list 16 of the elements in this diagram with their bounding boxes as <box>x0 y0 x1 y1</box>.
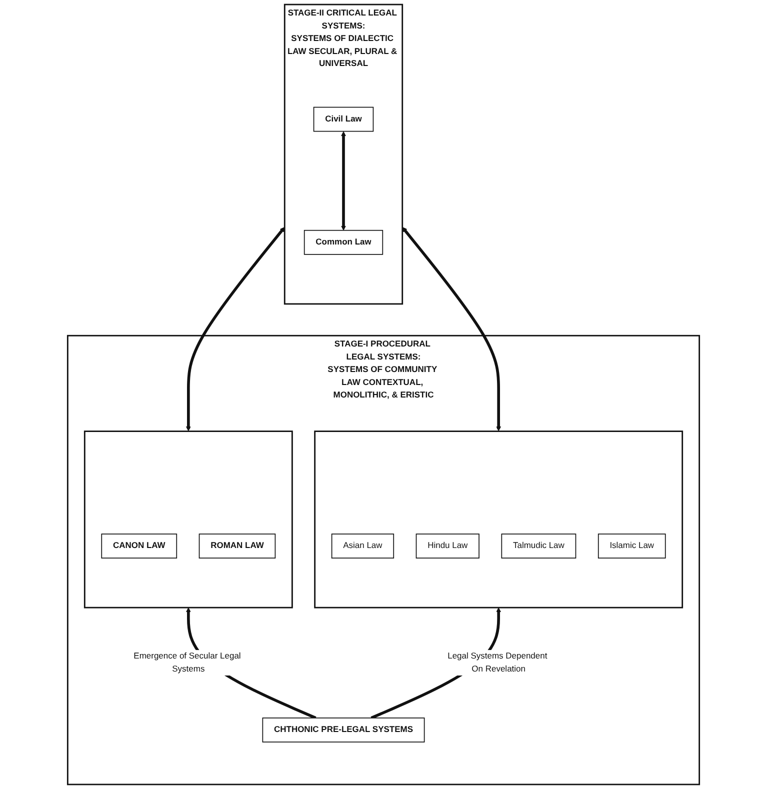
node-box: Talmudic Law <box>501 534 576 558</box>
node-box: Islamic Law <box>598 534 666 558</box>
edge-label: Legal Systems Dependent On Revelation <box>448 651 548 674</box>
node-box: Asian Law <box>331 534 394 558</box>
edge-label: Emergence of Secular Legal Systems <box>134 651 241 674</box>
arrow <box>186 226 285 432</box>
arrow <box>402 226 502 432</box>
node-box: Hindu Law <box>416 534 480 558</box>
node-box: Common Law <box>304 230 384 255</box>
arrow <box>341 131 346 231</box>
node-box: ROMAN LAW <box>198 534 276 558</box>
node-box: CANON LAW <box>101 534 178 558</box>
cluster <box>84 430 293 608</box>
node-box: CHTHONIC PRE-LEGAL SYSTEMS <box>262 718 425 742</box>
cluster <box>314 430 684 608</box>
node-box: Civil Law <box>313 106 374 132</box>
